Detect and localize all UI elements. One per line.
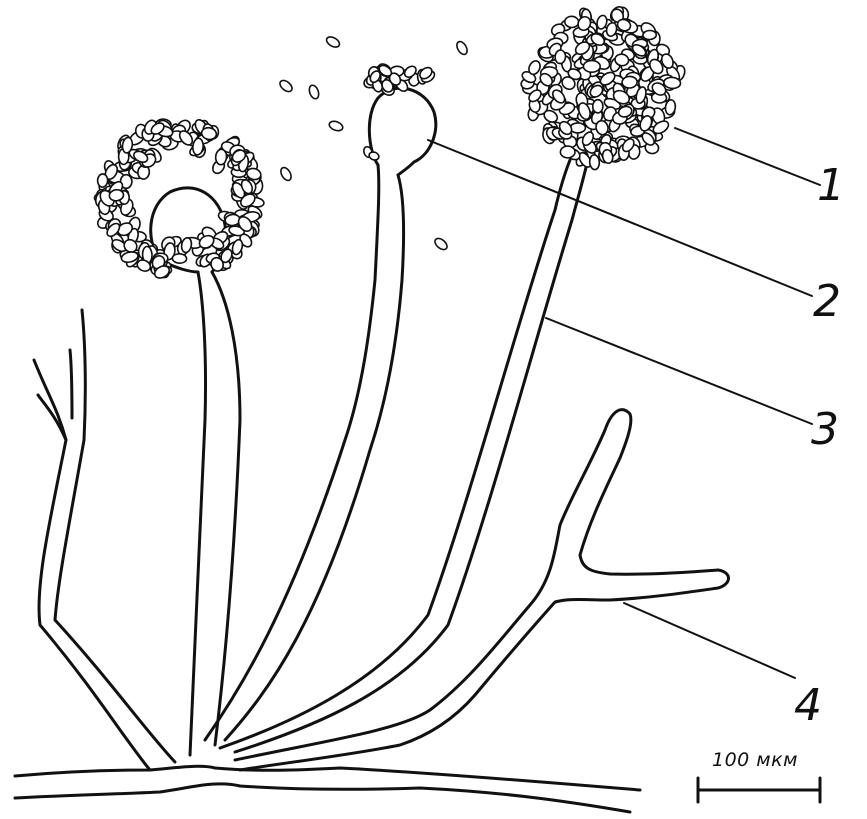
substrate-hypha xyxy=(15,766,640,812)
branched-hypha-right xyxy=(235,410,729,770)
spore xyxy=(97,174,107,188)
spore xyxy=(278,78,294,94)
label-2: 2 xyxy=(813,276,841,327)
spore xyxy=(215,149,227,165)
spore xyxy=(328,120,344,133)
spore xyxy=(555,50,566,64)
label-3: 3 xyxy=(811,404,839,455)
spore xyxy=(622,76,638,88)
spore xyxy=(325,35,341,49)
spore xyxy=(560,146,575,158)
spore xyxy=(592,100,603,114)
spore xyxy=(368,151,380,162)
label-4: 4 xyxy=(794,680,822,731)
columella-spores xyxy=(362,61,436,161)
spore xyxy=(279,166,293,182)
sporangium-right-spores xyxy=(520,4,687,169)
spore xyxy=(589,154,600,169)
leader-lines xyxy=(428,128,820,678)
spore xyxy=(180,237,192,253)
branched-hypha-left xyxy=(34,310,175,770)
spore xyxy=(663,77,680,89)
spore xyxy=(308,84,321,100)
label-1: 1 xyxy=(817,160,845,211)
spore xyxy=(433,236,449,252)
spore xyxy=(455,40,469,56)
spore xyxy=(564,16,579,28)
sporangium-left-spores xyxy=(94,118,265,281)
spore xyxy=(172,254,187,264)
spore xyxy=(583,61,600,73)
scale-bar-label: 100 мкм xyxy=(712,749,798,771)
scale-bar: 100 мкм xyxy=(698,749,820,802)
spore xyxy=(643,30,657,40)
spore xyxy=(570,123,585,133)
